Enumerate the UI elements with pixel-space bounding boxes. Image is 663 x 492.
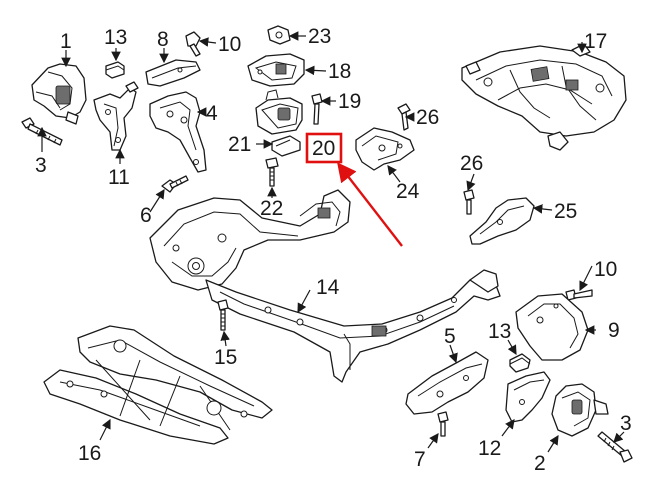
- callout-15[interactable]: 15: [214, 346, 237, 369]
- callout-2[interactable]: 2: [534, 452, 546, 475]
- part-5-bracket[interactable]: [405, 351, 489, 415]
- highlight-box: [305, 132, 343, 164]
- part-25-bracket[interactable]: [469, 197, 535, 245]
- part-19-bolt[interactable]: [311, 93, 323, 125]
- part-15-bolt[interactable]: [217, 299, 229, 331]
- callout-8[interactable]: 8: [157, 28, 169, 51]
- part-8-bracket[interactable]: [145, 59, 201, 87]
- part-18-mount-plate[interactable]: [247, 53, 305, 87]
- callout-labels: 1 13 8 10 23 18 19 26 4 21 20 24 22 6 11…: [35, 25, 632, 475]
- part-12-bracket[interactable]: [505, 371, 551, 423]
- part-14-front-subframe[interactable]: [149, 189, 501, 383]
- callout-14[interactable]: 14: [316, 276, 340, 299]
- part-3-bolt-left[interactable]: [21, 117, 63, 146]
- part-21-clip[interactable]: [271, 135, 301, 157]
- part-24-bracket[interactable]: [355, 127, 415, 171]
- part-20-trans-mount[interactable]: [255, 89, 303, 135]
- callout-3-right[interactable]: 3: [620, 412, 632, 435]
- callout-11[interactable]: 11: [108, 166, 130, 189]
- callout-5[interactable]: 5: [444, 325, 456, 348]
- part-3-bolt-right[interactable]: [597, 431, 633, 463]
- part-2-engine-mount[interactable]: [551, 383, 609, 437]
- callout-19[interactable]: 19: [338, 90, 361, 113]
- callout-26-top[interactable]: 26: [416, 106, 439, 129]
- part-10-bolt-right[interactable]: [565, 289, 593, 301]
- part-17-rear-subframe[interactable]: [461, 43, 627, 151]
- callout-16[interactable]: 16: [78, 442, 101, 465]
- callout-3-left[interactable]: 3: [35, 154, 47, 177]
- callout-10-top[interactable]: 10: [218, 33, 241, 56]
- callout-10-right[interactable]: 10: [594, 258, 617, 281]
- callout-17[interactable]: 17: [584, 30, 607, 53]
- callout-25[interactable]: 25: [554, 200, 577, 223]
- callout-13-right[interactable]: 13: [488, 320, 511, 343]
- part-6-bolt[interactable]: [161, 175, 189, 193]
- part-4-bracket[interactable]: [149, 91, 207, 173]
- part-1-engine-mount[interactable]: [31, 63, 87, 125]
- callout-18[interactable]: 18: [328, 60, 351, 83]
- callout-9[interactable]: 9: [608, 319, 620, 342]
- callout-4[interactable]: 4: [206, 102, 218, 125]
- callout-23[interactable]: 23: [308, 25, 331, 48]
- part-13-clip-top[interactable]: [105, 61, 125, 79]
- highlight-arrow: [337, 162, 403, 247]
- callout-22[interactable]: 22: [260, 197, 283, 220]
- part-23-nut[interactable]: [267, 25, 291, 45]
- part-16-lower-brace[interactable]: [43, 325, 273, 445]
- callout-1[interactable]: 1: [60, 30, 72, 53]
- callout-6[interactable]: 6: [140, 204, 152, 227]
- part-11-bracket[interactable]: [93, 81, 139, 151]
- leader-lines: [37, 31, 625, 453]
- part-13-clip-right[interactable]: [509, 353, 531, 373]
- callout-24[interactable]: 24: [396, 180, 420, 203]
- part-26-bolt-right[interactable]: [463, 189, 475, 215]
- callout-20[interactable]: 20: [312, 137, 335, 160]
- part-22-bolt[interactable]: [265, 157, 279, 187]
- callout-26-right[interactable]: 26: [460, 152, 483, 175]
- part-10-bolt-top[interactable]: [185, 31, 201, 57]
- part-9-shield[interactable]: [515, 293, 589, 361]
- callout-7[interactable]: 7: [414, 448, 426, 471]
- callout-12[interactable]: 12: [478, 437, 501, 460]
- callout-13-top[interactable]: 13: [104, 26, 127, 49]
- part-7-bolt[interactable]: [437, 411, 449, 437]
- callout-21[interactable]: 21: [228, 133, 251, 156]
